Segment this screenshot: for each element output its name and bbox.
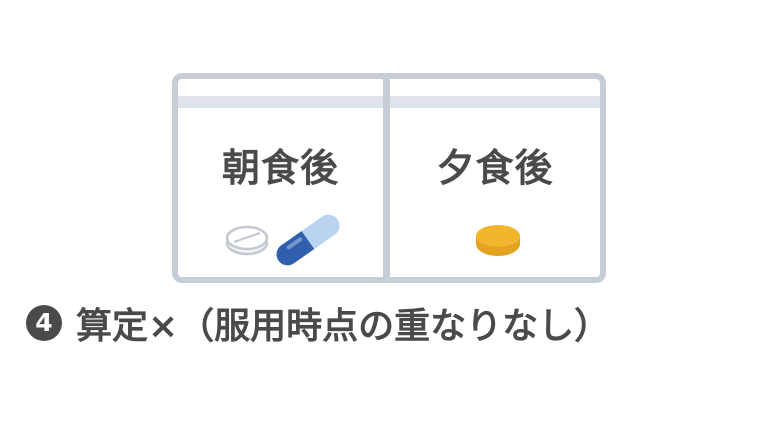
- compartment-label-evening: 夕食後: [436, 146, 554, 190]
- blue-capsule-icon: [276, 214, 340, 266]
- yellow-tablet-icon: [476, 225, 520, 256]
- compartment-label-morning: 朝食後: [221, 146, 339, 190]
- compartment-divider: [383, 73, 390, 283]
- compartment-top-stripe-right: [390, 96, 600, 108]
- number-badge: 4: [26, 305, 62, 341]
- caption: 4 算定×（服用時点の重なりなし）: [10, 293, 768, 353]
- white-tablet-icon: [225, 225, 269, 256]
- compartment-top-stripe-left: [178, 96, 383, 108]
- caption-text: 算定×（服用時点の重なりなし）: [76, 306, 611, 347]
